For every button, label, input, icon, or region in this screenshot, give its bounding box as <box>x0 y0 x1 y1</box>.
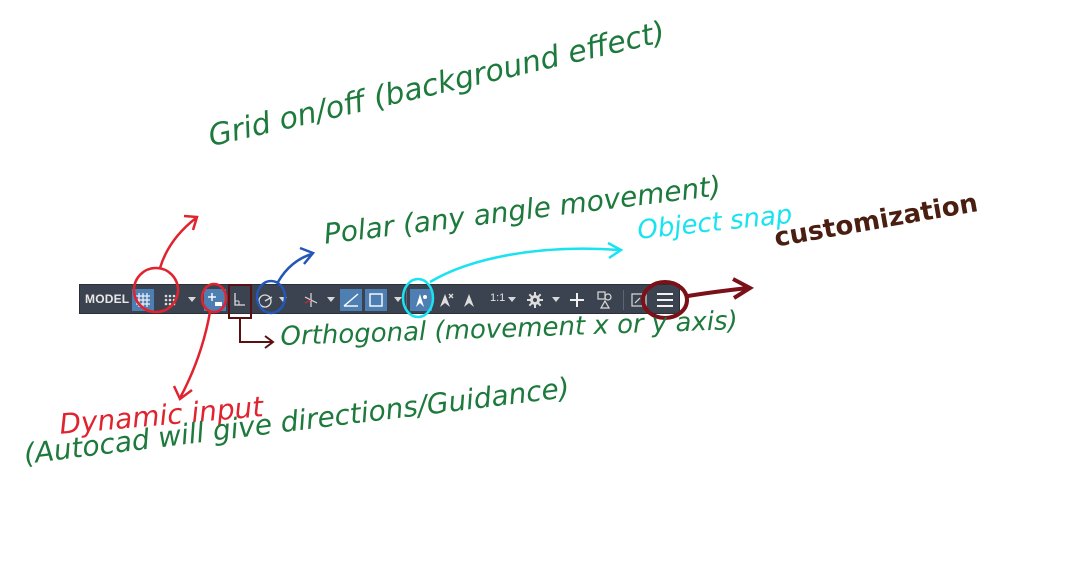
isodraft-icon <box>304 293 318 307</box>
annotation-monitor-button[interactable] <box>566 289 588 311</box>
polar-highlight-circle <box>255 279 287 315</box>
model-space-button[interactable]: MODEL <box>85 292 130 306</box>
isodraft-dropdown-chevron-down-icon[interactable] <box>327 297 335 302</box>
object-snap-icon <box>369 293 383 307</box>
dynamic-input-highlight-circle <box>200 282 228 314</box>
dynamic-input-icon <box>208 293 222 306</box>
customization-highlight-circle <box>641 280 689 320</box>
object-snap-button[interactable] <box>365 289 387 311</box>
plus-icon <box>570 293 584 307</box>
annotation-visibility-icon <box>416 294 427 307</box>
object-snap-arrow-head <box>607 241 624 260</box>
grid-arrow-head <box>183 214 199 231</box>
dynamic-input-button[interactable] <box>204 289 226 311</box>
workspace-chevron-down-icon[interactable] <box>552 297 560 302</box>
dynamic-input-arrow <box>178 311 212 399</box>
auto-scale-button[interactable] <box>435 289 457 311</box>
object-snap-tracking-button[interactable] <box>340 289 362 311</box>
polar-arrow-head <box>299 246 316 265</box>
workspace-switching-button[interactable] <box>524 289 546 311</box>
object-snap-arrow <box>429 247 621 284</box>
dynamic-input-arrow-head <box>172 385 193 401</box>
ortho-icon <box>234 293 245 306</box>
units-icon <box>597 291 612 309</box>
ortho-button[interactable] <box>228 289 250 311</box>
annotation-scale-icon <box>464 294 474 307</box>
clean-screen-button[interactable] <box>628 289 650 311</box>
polar-button[interactable] <box>255 289 277 311</box>
snap-dropdown-chevron-down-icon[interactable] <box>188 297 196 302</box>
grid-arrow <box>158 217 197 269</box>
annotation-visibility-button[interactable] <box>410 289 432 311</box>
gear-icon <box>527 292 543 308</box>
divider <box>623 290 624 310</box>
customization-arrow <box>687 286 749 298</box>
customization-button[interactable] <box>654 289 676 311</box>
customization-arrow-head <box>732 277 755 300</box>
isodraft-button[interactable] <box>300 289 322 311</box>
polar-icon <box>258 294 273 308</box>
ortho-arrow <box>239 318 272 343</box>
object-snap-tracking-icon <box>343 293 359 307</box>
annotation-scale-label[interactable]: 1:1 <box>490 292 506 304</box>
status-bar: MODEL <box>79 284 680 314</box>
polar-arrow <box>276 252 313 283</box>
object-snap-highlight-circle <box>401 277 435 319</box>
units-button[interactable] <box>594 289 616 311</box>
hamburger-menu-icon <box>657 293 673 307</box>
annotation-scale-icon-button[interactable] <box>458 289 480 311</box>
ortho-arrow-head <box>264 335 275 349</box>
polar-dropdown-chevron-down-icon[interactable] <box>279 297 287 302</box>
auto-scale-icon <box>440 293 454 307</box>
ortho-highlight-box <box>228 284 252 319</box>
annotation-scale-chevron-down-icon[interactable] <box>508 297 516 302</box>
divider <box>406 290 407 310</box>
object-snap-dropdown-chevron-down-icon[interactable] <box>394 297 402 302</box>
grid-button[interactable] <box>132 289 154 311</box>
grid-highlight-circle <box>132 266 180 314</box>
clean-screen-icon <box>631 293 647 307</box>
